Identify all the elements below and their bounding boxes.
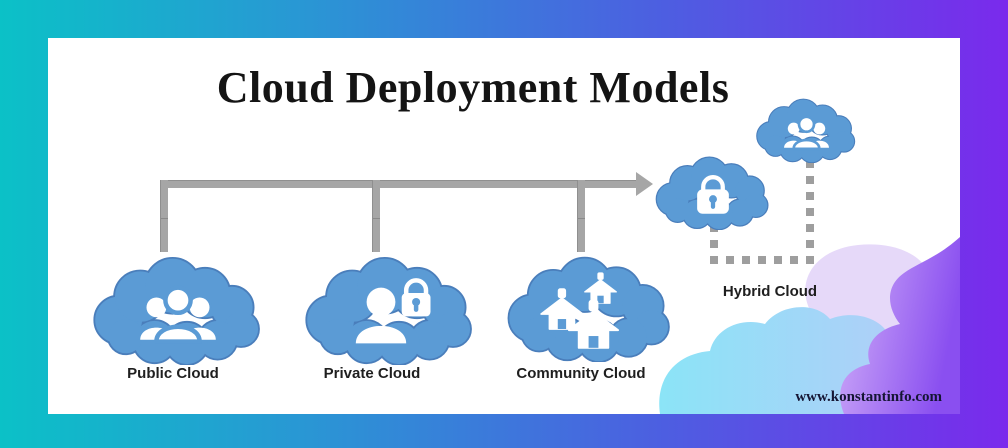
page-title: Cloud Deployment Models <box>216 63 730 112</box>
diagram-card: Cloud Deployment Models <box>48 38 960 414</box>
drop-line-public <box>160 180 168 252</box>
community-cloud-shape <box>507 256 670 362</box>
hybrid-users-cloud-shape <box>756 98 856 163</box>
houses-icon <box>540 272 620 349</box>
user-with-padlock-icon <box>355 278 431 344</box>
users-group-icon <box>784 115 829 151</box>
users-group-icon <box>140 285 216 344</box>
drop-line-community <box>577 180 585 252</box>
branch-line <box>160 180 638 188</box>
hybrid-dashed-link <box>710 160 814 264</box>
public-cloud-label: Public Cloud <box>127 365 219 382</box>
arrow-right-icon <box>636 172 653 196</box>
community-cloud-label: Community Cloud <box>516 365 646 382</box>
corner-decoration <box>659 237 960 414</box>
hybrid-lock-cloud-shape <box>655 156 769 230</box>
drop-line-private <box>372 180 380 252</box>
padlock-icon <box>697 175 729 214</box>
private-cloud-label: Private Cloud <box>323 365 421 382</box>
private-cloud-shape <box>305 256 472 365</box>
public-cloud-shape <box>93 256 260 365</box>
watermark-url: www.konstantinfo.com <box>795 389 942 405</box>
hybrid-cloud-label: Hybrid Cloud <box>722 283 818 300</box>
